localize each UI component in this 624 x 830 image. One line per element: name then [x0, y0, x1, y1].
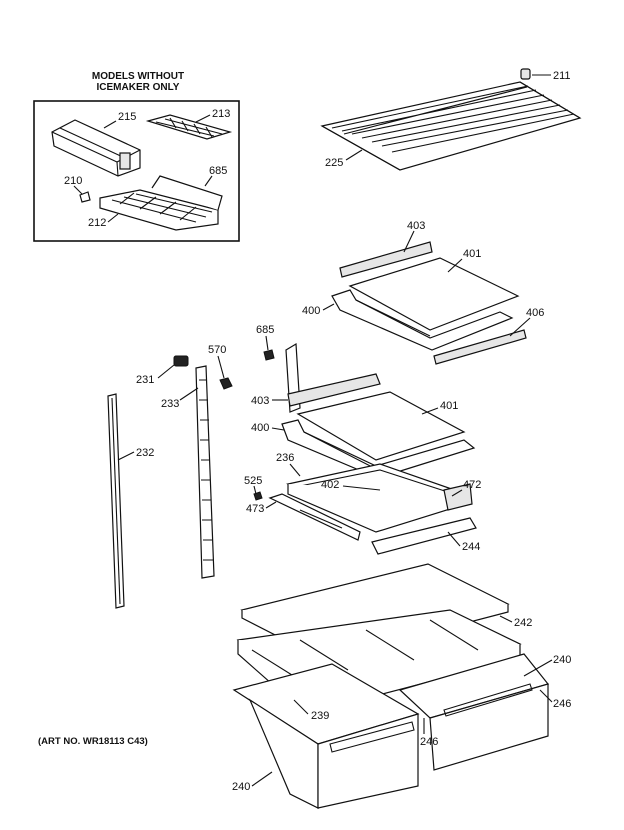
label-403-middle: 403 [251, 395, 269, 407]
label-231: 231 [136, 374, 154, 386]
label-233: 233 [161, 398, 179, 410]
label-211: 211 [553, 70, 571, 82]
label-212: 212 [88, 217, 106, 229]
label-401-upper: 401 [463, 248, 481, 260]
label-402: 402 [321, 479, 339, 491]
shelf-ladder-233 [195, 365, 215, 579]
label-236: 236 [276, 452, 294, 464]
label-685: 685 [256, 324, 274, 336]
ice-bin-part [51, 119, 141, 177]
label-400-middle: 400 [251, 422, 269, 434]
label-403-upper: 403 [407, 220, 425, 232]
crisper-pan-right [398, 653, 550, 771]
label-242: 242 [514, 617, 532, 629]
label-401-middle: 401 [440, 400, 458, 412]
shelf-stop-211 [520, 68, 531, 80]
label-240-left: 240 [232, 781, 250, 793]
ice-shelf-part [99, 175, 223, 231]
label-246-right: 246 [553, 698, 571, 710]
screw-525 [253, 491, 263, 501]
inset-header-line2: ICEMAKER ONLY [97, 82, 180, 93]
label-244: 244 [462, 541, 480, 553]
art-number: (ART NO. WR18113 C43) [38, 736, 148, 747]
meat-pan-assembly [268, 463, 477, 555]
screw-685 [263, 349, 275, 361]
crisper-pan-left [232, 663, 420, 809]
wire-shelf-225 [320, 81, 582, 171]
label-210: 210 [64, 175, 82, 187]
inset-frame [33, 100, 240, 242]
label-239: 239 [311, 710, 329, 722]
cap-231 [173, 355, 189, 367]
label-240-right: 240 [553, 654, 571, 666]
label-472: 472 [463, 479, 481, 491]
label-225: 225 [325, 157, 343, 169]
label-232: 232 [136, 447, 154, 459]
label-406: 406 [526, 307, 544, 319]
label-246-left: 246 [420, 736, 438, 748]
clip-part [79, 191, 91, 203]
inset-header-line1: MODELS WITHOUT [92, 71, 184, 82]
label-525: 525 [244, 475, 262, 487]
label-570: 570 [208, 344, 226, 356]
screw-570 [219, 377, 233, 390]
icemaker-inset: MODELS WITHOUT ICEMAKER ONLY 215 213 [33, 71, 240, 242]
label-400-upper: 400 [302, 305, 320, 317]
shelf-support-232 [107, 393, 125, 609]
ice-tray-part [145, 114, 233, 140]
label-213: 213 [212, 108, 230, 120]
label-685-inset: 685 [209, 165, 227, 177]
upper-glass-shelf [331, 241, 527, 365]
label-473: 473 [246, 503, 264, 515]
label-215: 215 [118, 111, 136, 123]
